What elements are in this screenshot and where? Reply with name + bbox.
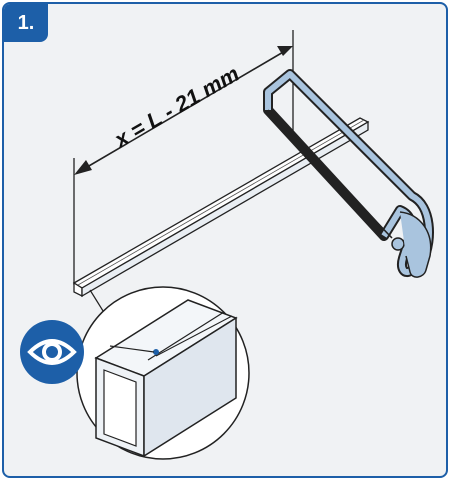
- cut-length-formula: x = L - 21 mm: [109, 61, 243, 153]
- profile-cross-section: [94, 299, 238, 458]
- aluminium-profile: [72, 117, 370, 298]
- eye-icon: [20, 320, 84, 384]
- step-number-badge: 1.: [4, 4, 48, 42]
- dimension-arrow: [74, 46, 293, 175]
- detail-magnifier: [76, 286, 250, 460]
- hacksaw-icon: [263, 69, 434, 278]
